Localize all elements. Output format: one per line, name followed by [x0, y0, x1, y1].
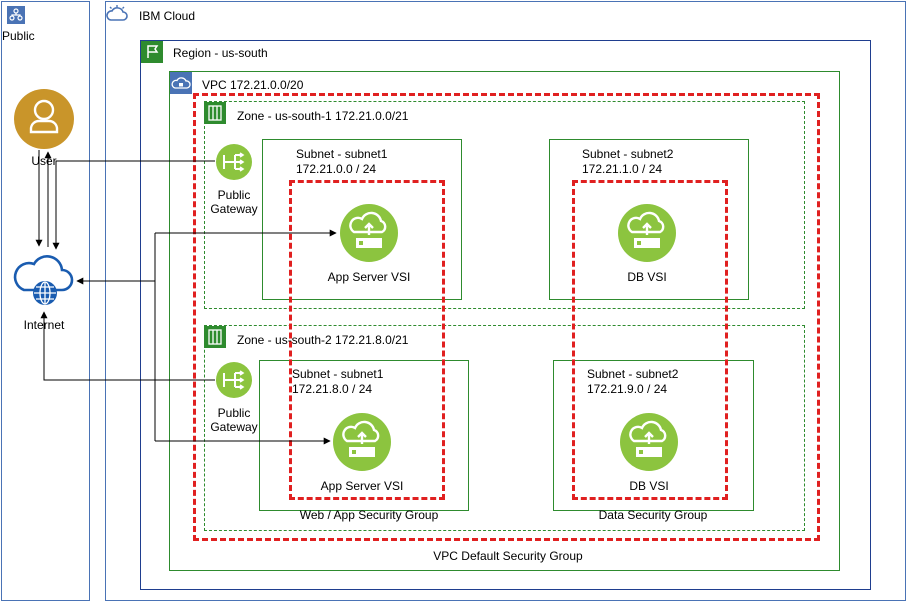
public-gateway-label: Public [217, 188, 251, 202]
subnet-z1s2-cidr: 172.21.1.0 / 24 [582, 162, 663, 176]
zone-1-icon [204, 102, 226, 124]
subnet-z1s2-name: Subnet - subnet2 [582, 147, 674, 161]
vpc-icon [170, 72, 192, 94]
ibm-cloud-icon [106, 5, 128, 21]
zone-1-container [204, 101, 805, 309]
vpc-label: VPC 172.21.0.0/20 [202, 78, 304, 92]
web-app-security-group-label: Web / App Security Group [299, 508, 439, 522]
user-icon [14, 89, 74, 149]
zone-2-container [204, 325, 805, 531]
data-security-group [572, 180, 728, 500]
public-label: Public [2, 29, 35, 43]
internet-icon [13, 255, 74, 305]
subnet-z1s1-cidr: 172.21.0.0 / 24 [296, 162, 377, 176]
public-icon [7, 6, 25, 24]
ibm-cloud-label: IBM Cloud [139, 9, 196, 23]
subnet-z1s1-name: Subnet - subnet1 [296, 147, 388, 161]
vsi-label: DB VSI [629, 479, 669, 493]
public-gateway-label: Public [217, 406, 251, 420]
web-app-security-group [289, 180, 445, 500]
public-gateway-icon [216, 144, 252, 180]
subnet-z1-subnet1 [262, 139, 462, 300]
vsi-label: App Server VSI [327, 270, 411, 284]
region-flag-icon [141, 41, 163, 63]
public-gateway-label: Gateway [210, 420, 258, 434]
subnet-z2s2-name: Subnet - subnet2 [587, 367, 679, 381]
app-server-vsi-icon [333, 413, 391, 471]
zone-2-icon [204, 326, 226, 348]
subnet-z1-subnet2 [549, 139, 749, 300]
public-gateway-label: Gateway [210, 202, 258, 216]
subnet-z2-subnet1 [259, 360, 469, 511]
vpc-container [169, 71, 840, 571]
public-gateway-icon [216, 362, 252, 398]
zone-2-label: Zone - us-south-2 172.21.8.0/21 [237, 333, 409, 347]
app-server-vsi-icon [340, 204, 398, 262]
region-label: Region - us-south [173, 46, 268, 60]
vpc-default-security-group [193, 93, 820, 541]
vsi-label: DB VSI [627, 270, 667, 284]
db-vsi-icon [620, 413, 678, 471]
subnet-z2s1-name: Subnet - subnet1 [292, 367, 384, 381]
subnet-z2-subnet2 [553, 360, 754, 511]
db-vsi-icon [618, 204, 676, 262]
region-container [140, 40, 871, 590]
subnet-z2s2-cidr: 172.21.9.0 / 24 [587, 382, 668, 396]
zone-1-label: Zone - us-south-1 172.21.0.0/21 [237, 109, 409, 123]
subnet-z2s1-cidr: 172.21.8.0 / 24 [292, 382, 373, 396]
data-security-group-label: Data Security Group [598, 508, 708, 522]
vsi-label: App Server VSI [320, 479, 404, 493]
vpc-default-security-group-label: VPC Default Security Group [433, 549, 583, 563]
